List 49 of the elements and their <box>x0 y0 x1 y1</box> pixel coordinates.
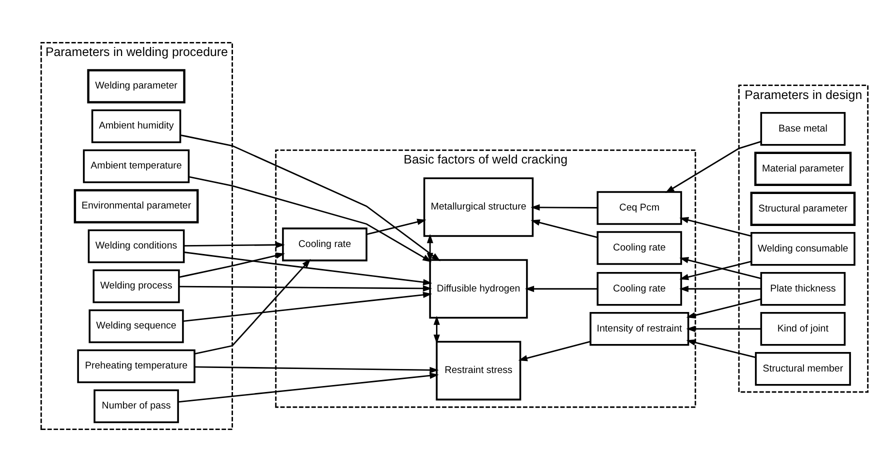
arrow <box>679 260 752 280</box>
arrow <box>686 298 762 318</box>
arrow <box>194 366 439 374</box>
node-box: Ambient temperature <box>82 149 190 184</box>
arrow <box>426 234 434 262</box>
arrow <box>686 326 761 332</box>
node-box: Welding consumable <box>750 232 856 266</box>
arrow <box>194 258 311 355</box>
node-box: Environmental parameter <box>74 189 199 224</box>
node-box: Welding process <box>92 269 180 304</box>
arrow <box>679 257 762 280</box>
node-box: Preheating temperature <box>77 349 196 384</box>
node-box: Restraint stress <box>436 340 522 400</box>
arrow <box>518 340 590 362</box>
node-box: Welding parameter <box>87 69 186 104</box>
arrow <box>183 292 432 322</box>
node-box: Metallurgical structure <box>423 177 534 237</box>
node-box: Diffusible hydrogen <box>429 259 528 319</box>
arrow <box>530 204 598 211</box>
arrow <box>188 176 432 262</box>
node-box: Ceq Pcm <box>596 191 682 225</box>
node-box: Structural parameter <box>750 192 856 226</box>
node-box: Cooling rate <box>596 272 682 306</box>
arrow <box>180 134 440 262</box>
arrow <box>179 285 432 292</box>
arrow <box>665 140 762 193</box>
node-box: Base metal <box>760 112 846 146</box>
arrow <box>434 316 440 344</box>
node-box: Kind of joint <box>760 312 846 346</box>
arrow <box>184 252 432 286</box>
arrow <box>524 286 598 292</box>
node-box: Intensity of restraint <box>590 312 690 346</box>
node-box: Ambient humidity <box>91 109 182 144</box>
arrow <box>530 219 598 238</box>
node-box: Cooling rate <box>282 228 368 262</box>
node-box: Number of pass <box>94 389 179 424</box>
node-box: Material parameter <box>754 152 852 186</box>
node-box: Welding sequence <box>88 309 184 344</box>
node-box: Cooling rate <box>596 231 682 265</box>
arrow <box>178 372 439 403</box>
arrow <box>184 242 285 248</box>
arrow <box>679 217 752 237</box>
arrow <box>679 286 761 292</box>
arrow <box>686 339 756 358</box>
arrow <box>366 218 426 236</box>
node-box: Plate thickness <box>760 272 846 306</box>
arrow <box>179 252 285 278</box>
node-box: Structural member <box>754 352 851 386</box>
node-box: Welding conditions <box>88 229 185 264</box>
